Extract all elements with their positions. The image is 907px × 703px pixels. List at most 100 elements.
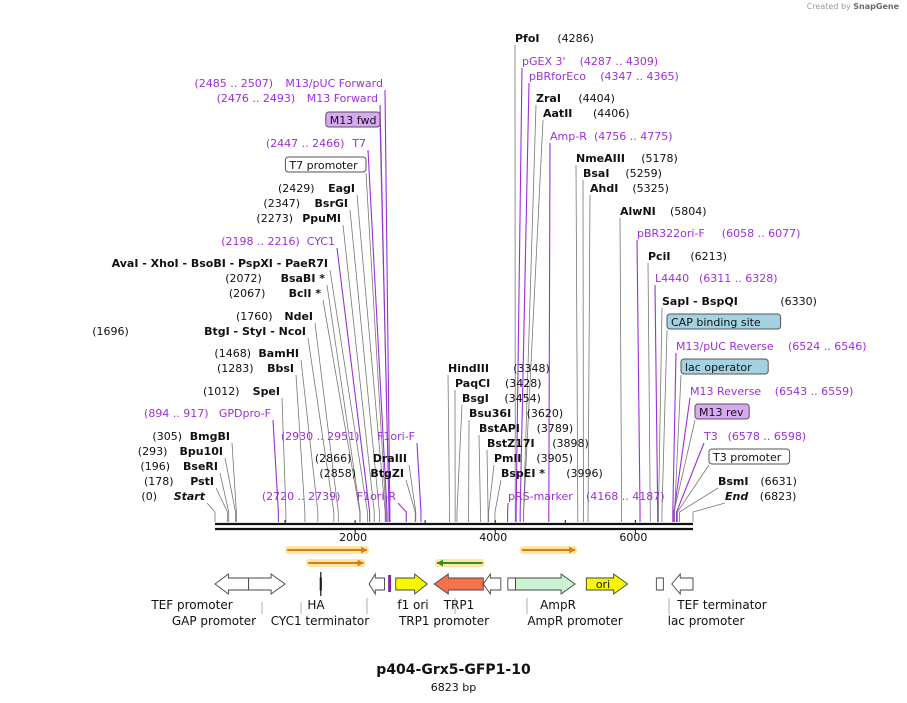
leader-line [329,269,368,522]
leader-line [548,142,551,522]
label-text: SapI - BspQI [662,295,738,308]
label-text: ZraI [536,92,561,105]
label-position: (5804) [670,205,707,218]
leader-line [575,164,579,522]
label-text: AvaI - XhoI - BsoBI - PspXI - PaeR7I [112,257,328,270]
feature-label: f1 ori [397,598,428,612]
feature-arrow [214,573,250,595]
label-text: M13 rev [699,406,744,419]
label-position: (0) [141,490,157,503]
label-text: HindIII [448,362,489,375]
label-box [694,403,750,420]
feature-arrow [368,572,385,596]
leader-line [307,337,335,522]
label-text: SpeI [253,385,280,398]
leader-line [314,322,339,522]
label-text: T3 promoter [712,451,782,464]
feature-arrow [585,573,629,595]
map-label-misc: CAP binding site [666,313,782,330]
label-box [666,313,782,330]
leader-line [349,209,380,522]
leader-line [231,442,237,522]
leader-line [674,374,682,522]
label-position: (6543 .. 6559) [775,385,854,398]
label-text: BsmI [718,475,749,488]
map-label-primerbox: M13 fwd [325,111,381,128]
map-label-primer: T7(2447 .. 2466) [266,137,366,150]
map-label-enzyme: BclI *(2067) [229,287,321,300]
label-position: (1012) [203,385,240,398]
feature-label: AmpR [540,598,576,612]
label-position: (3905) [536,452,573,465]
map-label-enzyme: BsaI(5259) [583,167,662,180]
map-label-enzyme: BsgI(3454) [462,392,541,405]
label-position: (3996) [566,467,603,480]
leader-line [672,352,677,522]
label-position: (196) [140,460,170,473]
label-text: AhdI [590,182,618,195]
label-text: BbsI [267,362,294,375]
label-position: (2447 .. 2466) [266,137,345,150]
map-label-featbox: T7 promoter [284,156,367,173]
leader-line [408,464,417,522]
label-position: (1760) [236,310,273,323]
leader-line [447,374,450,522]
credit-prefix: Created by [806,2,851,11]
label-position: (6524 .. 6546) [788,340,867,353]
map-label-enzyme: NmeAIII(5178) [576,152,678,165]
label-text: BspEI * [501,467,545,480]
label-text: PpuMI [302,212,341,225]
feature-arrow [248,573,286,595]
label-text: L4440 [655,272,689,285]
leader-line [326,284,361,522]
label-text: NmeAIII [576,152,625,165]
leader-line [300,359,319,522]
label-text: PfoI [515,32,540,45]
label-text: pBRforEco [529,70,586,83]
leader-line [523,104,537,522]
label-position: (3348) [513,362,550,375]
label-position: (305) [152,430,182,443]
label-text: GPDpro-F [219,407,271,420]
map-label-primer: M13/pUC Forward(2485 .. 2507) [194,77,383,90]
label-text: End [725,490,748,503]
label-position: (6823) [760,490,797,503]
label-position: (6330) [780,295,817,308]
leader-line [679,487,719,522]
map-label-enzyme: PaqCI(3428) [455,377,542,390]
feature-arrow [395,573,428,595]
label-box [325,111,381,128]
label-position: (6578 .. 6598) [728,430,807,443]
leader-line [367,149,388,522]
map-label-enzyme: BstAPI(3789) [479,422,573,435]
map-label-enzyme: PpuMI(2273) [256,212,341,225]
leader-line [486,449,489,522]
label-position: (2429) [278,182,315,195]
leader-line [272,419,279,522]
label-position: (3454) [504,392,541,405]
leader-line [281,397,287,522]
label-text: DraIII [373,452,407,465]
orf-arrowhead [361,546,368,554]
leader-line [456,404,463,522]
map-label-primerbox: M13 rev [694,403,750,420]
leader-line [365,172,387,522]
label-position: (3789) [537,422,574,435]
map-label-misc: lac operator [680,358,769,375]
label-text: PaqCI [455,377,490,390]
label-text: BsaBI * [281,272,326,285]
label-position: (3898) [552,437,589,450]
label-text: T3 [703,430,718,443]
label-position: (4756 .. 4775) [594,130,673,143]
feature-label: lac promoter [668,614,745,628]
snapgene-credit: Created by SnapGene [807,2,899,11]
leader-line [519,82,530,522]
label-box [708,448,791,465]
map-label-enzyme: BsrGI(2347) [263,197,348,210]
label-position: (2720 .. 2739) [262,490,341,503]
label-position: (4168 .. 4187) [586,490,665,503]
map-label-primer: M13/pUC Reverse(6524 .. 6546) [676,340,867,353]
map-label-primer: F1ori-F(2930 .. 2951) [281,430,415,443]
leader-line [692,502,726,522]
